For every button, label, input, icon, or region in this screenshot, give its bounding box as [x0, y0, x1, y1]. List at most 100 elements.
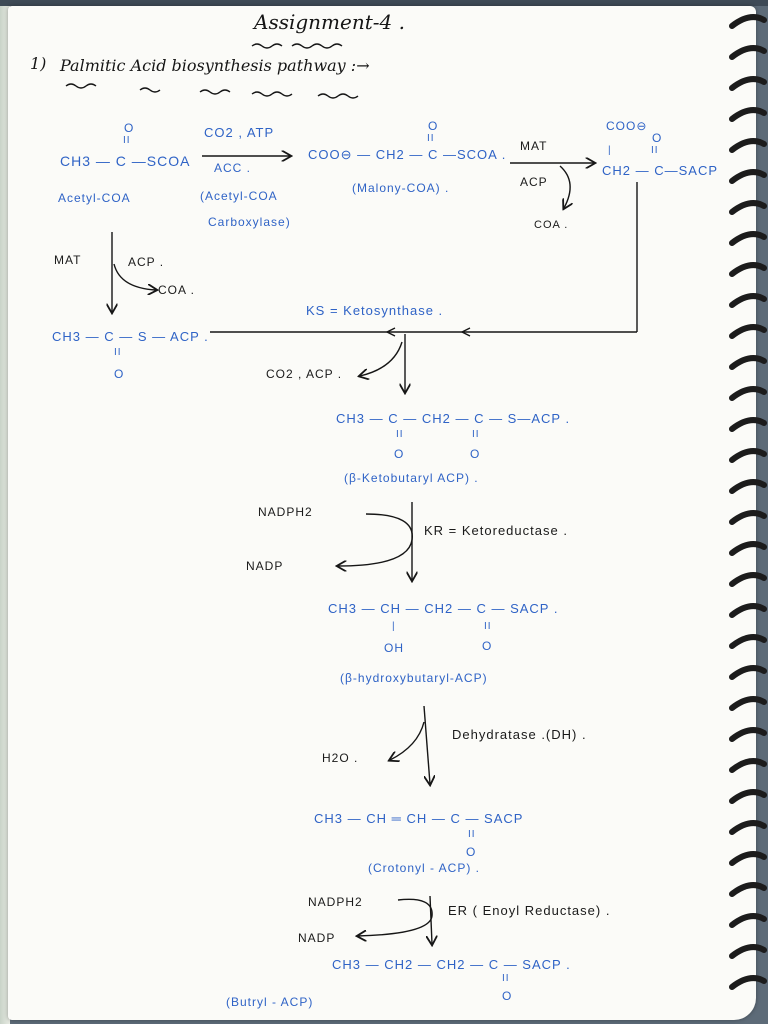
acc-label: ACC .	[214, 161, 252, 175]
binding-ring	[729, 386, 767, 401]
mat-enzyme-top: MAT	[520, 139, 548, 153]
ks-enzyme-label: KS = Ketosynthase .	[306, 303, 444, 318]
acetyl-double-bond: II	[123, 135, 131, 146]
hydroxybutaryl-bond-1: |	[392, 621, 396, 632]
binding-ring	[729, 231, 767, 246]
acc-enzyme-line1: (Acetyl-COA	[200, 189, 278, 203]
binding-ring	[729, 944, 767, 959]
acetyl-ketone-oxygen: O	[124, 121, 135, 135]
binding-ring	[729, 76, 767, 91]
malonyl-ketone-oxygen: O	[428, 119, 439, 133]
binding-ring	[729, 789, 767, 804]
nadp-byproduct-1: NADP	[246, 559, 284, 573]
binding-ring	[729, 355, 767, 370]
ketobutaryl-bond-2: II	[472, 429, 480, 440]
butyryl-double-bond: II	[502, 973, 510, 984]
binding-ring	[729, 758, 767, 773]
binding-ring	[729, 293, 767, 308]
binding-ring	[729, 541, 767, 556]
ketobutaryl-oxygen-2: O	[470, 447, 481, 461]
coa-byproduct-left: COA .	[158, 283, 196, 297]
binding-ring	[729, 572, 767, 587]
kr-cofactor-curve	[338, 513, 413, 566]
butyryl-acp-label: (Butryl - ACP)	[226, 995, 314, 1009]
binding-ring	[729, 262, 767, 277]
mat-enzyme-left: MAT	[54, 253, 82, 267]
acetyl-coa-label: Acetyl-COA	[58, 191, 131, 205]
nadph2-reagent-2: NADPH2	[308, 895, 363, 909]
binding-ring	[729, 634, 767, 649]
crotonyl-oxygen: O	[466, 845, 477, 859]
malonyl-double-bond: II	[427, 133, 435, 144]
spiral-binding	[729, 14, 767, 990]
binding-ring	[729, 169, 767, 184]
crotonyl-acp-label: (Crotonyl - ACP) .	[368, 861, 481, 875]
acetyl-acp-oxygen: O	[114, 367, 125, 381]
ketobutaryl-oxygen-1: O	[394, 447, 405, 461]
binding-ring	[729, 665, 767, 680]
binding-ring	[729, 417, 767, 432]
binding-ring	[729, 820, 767, 835]
binding-ring	[729, 510, 767, 525]
kr-enzyme-label: KR = Ketoreductase .	[424, 523, 568, 538]
ketobutaryl-acp-formula: CH3 — C — CH2 — C — S—ACP .	[336, 411, 571, 426]
ketobutaryl-bond-1: II	[396, 429, 404, 440]
coa-byproduct-top: COA .	[534, 219, 569, 231]
binding-ring	[729, 913, 767, 928]
crotonyl-acp-formula: CH3 — CH ═ CH — C — SACP	[314, 811, 524, 826]
binding-ring	[729, 138, 767, 153]
crotonyl-double-bond: II	[468, 829, 476, 840]
water-release-arrow	[390, 721, 425, 760]
hydroxybutaryl-bond-2: II	[484, 621, 492, 632]
binding-ring	[729, 200, 767, 215]
coa-branch-arrow	[113, 263, 156, 290]
binding-ring	[729, 14, 767, 29]
dh-down-arrow	[423, 705, 430, 784]
binding-ring	[729, 882, 767, 897]
acp-reagent-left: ACP .	[128, 255, 165, 269]
water-byproduct: H2O .	[322, 751, 359, 765]
acc-reagents: CO2 , ATP	[204, 125, 275, 140]
binding-ring	[729, 324, 767, 339]
malonyl-coa-formula: COO⊖ — CH2 — C —SCOA .	[308, 147, 507, 162]
assignment-title: Assignment-4 .	[254, 10, 405, 34]
malonyl-acp-single-bond: |	[608, 145, 612, 156]
malonyl-coa-label: (Malony-COA) .	[352, 181, 450, 195]
binding-ring	[729, 448, 767, 463]
question-text: Palmitic Acid biosynthesis pathway :→	[60, 56, 370, 75]
malonyl-acp-carboxylate: COO⊖	[606, 119, 648, 133]
er-cofactor-curve	[358, 898, 433, 936]
binding-ring	[729, 696, 767, 711]
title-underline	[251, 43, 343, 49]
hydroxybutaryl-acp-formula: CH3 — CH — CH2 — C — SACP .	[328, 601, 559, 616]
binding-ring	[729, 975, 767, 990]
co2-release-arrow	[360, 341, 403, 376]
binding-ring	[729, 603, 767, 618]
binding-ring	[729, 727, 767, 742]
butyryl-oxygen: O	[502, 989, 513, 1003]
coa-release-arrow	[559, 165, 570, 208]
co2-acp-byproduct: CO2 , ACP .	[266, 367, 343, 381]
question-underline	[65, 83, 359, 99]
malonyl-acp-oxygen: O	[652, 131, 663, 145]
ketobutaryl-acp-label: (β-Ketobutaryl ACP) .	[344, 471, 479, 485]
dh-enzyme-label: Dehydratase .(DH) .	[452, 727, 587, 742]
binding-ring	[729, 107, 767, 122]
binding-ring	[729, 45, 767, 60]
malonyl-acp-double-bond: II	[651, 145, 659, 156]
acc-enzyme-line2: Carboxylase)	[208, 215, 291, 229]
butyryl-acp-formula: CH3 — CH2 — CH2 — C — SACP .	[332, 957, 571, 972]
nadph2-reagent-1: NADPH2	[258, 505, 313, 519]
question-number: 1)	[30, 54, 47, 73]
hydroxybutaryl-oxygen: O	[482, 639, 493, 653]
binding-ring	[729, 851, 767, 866]
acetyl-acp-formula: CH3 — C — S — ACP .	[52, 329, 209, 344]
hydroxybutaryl-acp-label: (β-hydroxybutaryl-ACP)	[340, 671, 488, 685]
acetyl-acp-double-bond: II	[114, 347, 122, 358]
acp-reagent-top: ACP	[520, 175, 548, 189]
acetyl-coa-formula: CH3 — C —SCOA	[60, 153, 191, 169]
er-enzyme-label: ER ( Enoyl Reductase) .	[448, 903, 611, 918]
nadp-byproduct-2: NADP	[298, 931, 336, 945]
